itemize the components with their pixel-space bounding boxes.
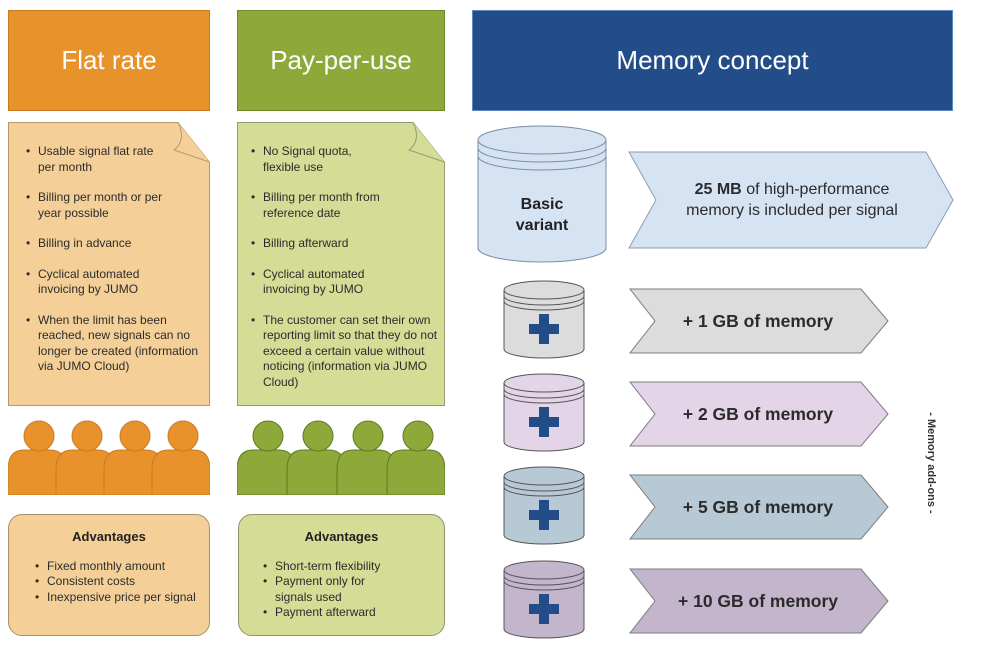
- feature-item: Cyclical automated invoicing by JUMO: [251, 267, 393, 298]
- pay-per-use-header: Pay-per-use: [237, 10, 445, 111]
- people-group-icon: [7, 420, 211, 496]
- pay-per-use-advantages-list: Short-term flexibility Payment only for …: [263, 559, 393, 620]
- chevron-arrow-shape: [629, 288, 889, 354]
- basic-memory-text: of high-performance: [746, 181, 890, 198]
- plus-icon: [529, 594, 559, 624]
- flat-rate-title: Flat rate: [61, 45, 157, 75]
- person-icon: [103, 420, 163, 496]
- addon-cylinder: [503, 560, 585, 640]
- feature-item: No Signal quota, flexible use: [251, 144, 373, 175]
- feature-item: Billing per month or per year possible: [26, 190, 178, 221]
- person-icon: [151, 420, 211, 496]
- database-cylinder-icon: [477, 125, 607, 263]
- advantage-item: Fixed monthly amount: [35, 559, 196, 575]
- flat-rate-people-icon: [7, 420, 211, 496]
- memory-addons-label: - Memory add-ons -: [925, 411, 937, 514]
- addon-cylinder: [503, 373, 585, 453]
- advantage-item: Consistent costs: [35, 574, 196, 590]
- database-cylinder-icon: [503, 560, 585, 639]
- advantage-item: Payment only for signals used: [263, 574, 393, 605]
- pay-per-use-title: Pay-per-use: [270, 45, 412, 75]
- addon-arrow: + 2 GB of memory: [629, 381, 889, 447]
- pay-per-use-advantages-box: Advantages Short-term flexibility Paymen…: [238, 514, 445, 636]
- feature-item: The customer can set their own reporting…: [251, 313, 448, 391]
- addon-label: + 10 GB of memory: [678, 590, 838, 611]
- pay-per-use-features-note: No Signal quota, flexible use Billing pe…: [237, 122, 445, 406]
- memory-concept-title: Memory concept: [616, 45, 809, 75]
- chevron-arrow-shape: [629, 474, 889, 540]
- flat-rate-features-note: Usable signal flat rate per month Billin…: [8, 122, 210, 406]
- person-icon: [386, 420, 446, 496]
- plus-icon: [529, 500, 559, 530]
- plus-icon: [529, 314, 559, 344]
- person-icon: [336, 420, 396, 496]
- flat-rate-advantages-list: Fixed monthly amount Consistent costs In…: [35, 559, 196, 605]
- person-icon: [286, 420, 346, 496]
- feature-item: When the limit has been reached, new sig…: [26, 313, 216, 375]
- memory-addons-side-label: - Memory add-ons -: [920, 400, 942, 525]
- basic-variant-cylinder: Basic variant: [476, 124, 608, 264]
- flat-rate-feature-list: Usable signal flat rate per month Billin…: [26, 144, 216, 390]
- basic-variant-description: 25 MB of high-performance memory is incl…: [658, 151, 926, 249]
- addon-arrow: + 5 GB of memory: [629, 474, 889, 540]
- addon-label: + 2 GB of memory: [682, 403, 834, 424]
- basic-variant-arrow: 25 MB of high-performance memory is incl…: [628, 151, 954, 249]
- pay-per-use-people-icon: [236, 420, 446, 496]
- addon-label: + 1 GB of memory: [682, 310, 834, 331]
- pay-per-use-feature-list: No Signal quota, flexible use Billing pe…: [251, 144, 448, 405]
- addon-label: + 5 GB of memory: [682, 496, 834, 517]
- chevron-arrow-shape: [629, 381, 889, 447]
- chevron-arrow-shape: [629, 568, 889, 634]
- feature-item: Billing per month from reference date: [251, 190, 413, 221]
- advantages-heading: Advantages: [72, 529, 146, 544]
- basic-variant-label-line2: variant: [515, 217, 569, 234]
- feature-item: Usable signal flat rate per month: [26, 144, 158, 175]
- person-icon: [236, 420, 296, 496]
- basic-memory-text-line2: memory is included per signal: [686, 202, 898, 219]
- basic-memory-amount: 25 MB: [694, 181, 742, 198]
- advantage-item: Short-term flexibility: [263, 559, 393, 575]
- database-cylinder-icon: [503, 373, 585, 452]
- memory-concept-header: Memory concept: [472, 10, 953, 111]
- addon-arrow: + 10 GB of memory: [629, 568, 889, 634]
- chevron-arrow-shape: [628, 151, 954, 249]
- feature-item: Cyclical automated invoicing by JUMO: [26, 267, 168, 298]
- flat-rate-header: Flat rate: [8, 10, 210, 111]
- feature-item: Billing in advance: [26, 236, 198, 252]
- feature-item: Billing afterward: [251, 236, 423, 252]
- basic-variant-label-line1: Basic: [520, 196, 564, 213]
- database-cylinder-icon: [503, 466, 585, 545]
- advantage-item: Payment afterward: [263, 605, 393, 621]
- plus-icon: [529, 407, 559, 437]
- addon-arrow: + 1 GB of memory: [629, 288, 889, 354]
- advantages-heading: Advantages: [304, 529, 379, 544]
- addon-cylinder: [503, 466, 585, 546]
- people-group-icon: [236, 420, 446, 496]
- advantage-item: Inexpensive price per signal: [35, 590, 196, 606]
- database-cylinder-icon: [503, 280, 585, 359]
- flat-rate-advantages-box: Advantages Fixed monthly amount Consiste…: [8, 514, 210, 636]
- addon-cylinder: [503, 280, 585, 360]
